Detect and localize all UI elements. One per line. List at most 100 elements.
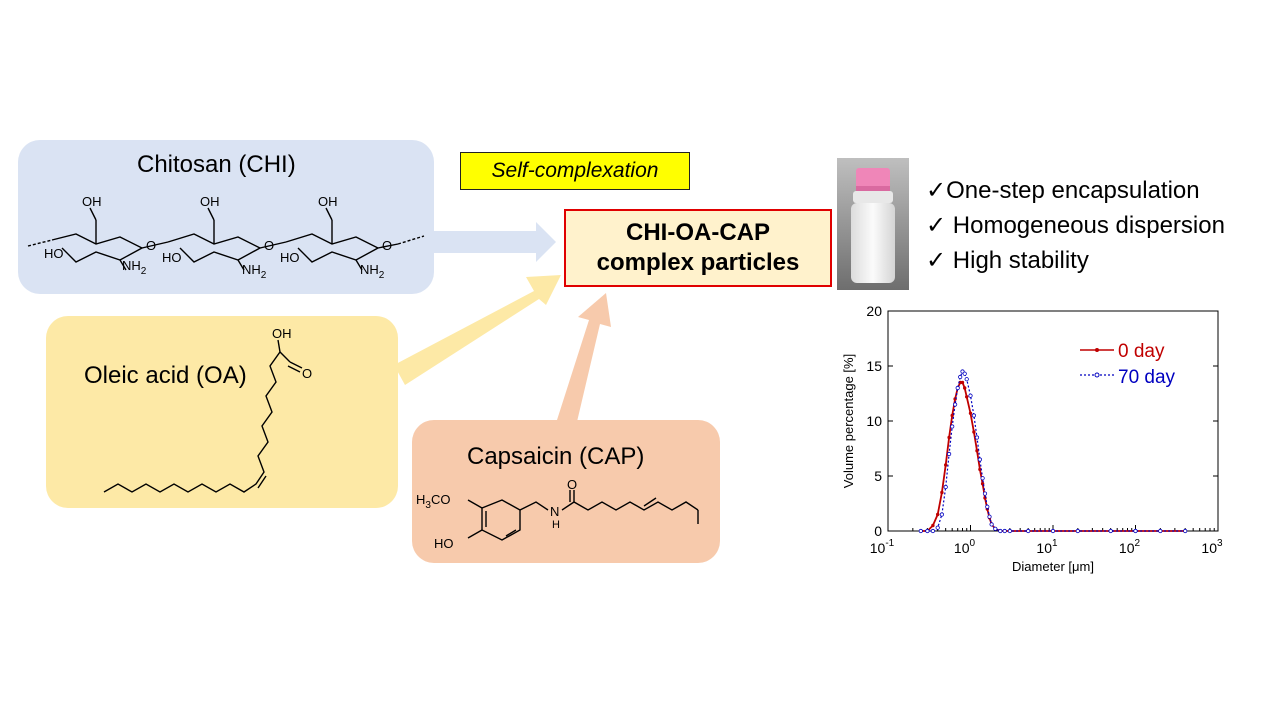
legend-0-day: 0 day [1118, 341, 1165, 362]
svg-text:OH: OH [200, 194, 220, 209]
y-tick-label: 20 [866, 303, 882, 319]
data-point [993, 526, 998, 531]
x-tick-label: 102 [1119, 538, 1141, 556]
data-point [950, 413, 954, 418]
feature-homogeneous: ✓ Homogeneous dispersion [926, 212, 1225, 239]
data-point [964, 377, 969, 382]
y-tick-label: 5 [874, 468, 882, 484]
vial-photo [837, 158, 909, 290]
data-point [971, 413, 976, 418]
svg-text:H: H [552, 519, 560, 531]
series-line-1 [920, 370, 1186, 532]
data-point [998, 528, 1003, 534]
x-axis-label: Diameter [μm] [1012, 559, 1094, 574]
y-axis-label: Volume percentage [%] [841, 354, 856, 488]
svg-text:O: O [146, 238, 156, 253]
capsaicin-structure: H3CO HO N H O [416, 478, 699, 551]
data-point [968, 393, 973, 398]
svg-text:HO: HO [44, 246, 64, 261]
x-tick-label: 10-1 [870, 538, 895, 556]
data-point [974, 435, 980, 440]
data-point [989, 522, 994, 527]
product-name-line1: CHI-OA-CAP [626, 219, 770, 246]
svg-text:H3CO: H3CO [416, 492, 450, 511]
oleic-acid-structure: OH O [103, 326, 312, 493]
data-point [1075, 528, 1080, 534]
chitosan-box [18, 140, 434, 294]
svg-text:OH: OH [272, 326, 292, 341]
data-point [943, 484, 948, 490]
svg-text:HO: HO [434, 536, 454, 551]
data-point [930, 528, 936, 534]
svg-text:HO: HO [162, 250, 182, 265]
capsaicin-box [412, 420, 720, 563]
data-point [950, 424, 955, 429]
oleic-acid-title: Oleic acid (OA) [84, 362, 247, 389]
y-tick-label: 10 [866, 413, 882, 429]
data-point [931, 523, 935, 528]
feature-stability: ✓ High stability [926, 247, 1089, 274]
particle-size-chart: 0 5 10 15 20 10-1 100 101 102 103 Volume percent… [841, 303, 1223, 574]
data-point [975, 449, 979, 453]
data-point [947, 435, 951, 440]
data-point [962, 371, 967, 376]
svg-text:NH2: NH2 [360, 262, 385, 281]
data-point [955, 385, 960, 391]
data-point [958, 374, 963, 380]
svg-text:NH2: NH2 [242, 262, 267, 281]
x-tick-label: 103 [1201, 538, 1223, 556]
legend-70-day: 70 day [1118, 367, 1176, 388]
svg-text:N: N [550, 504, 559, 519]
data-point [1002, 528, 1007, 534]
svg-text:O: O [567, 478, 577, 492]
chitosan-title: Chitosan (CHI) [137, 151, 296, 178]
y-tick-label: 15 [866, 358, 882, 374]
oleic-acid-box [46, 316, 398, 508]
svg-text:OH: OH [318, 194, 338, 209]
data-point [953, 402, 958, 407]
svg-text:O: O [264, 238, 274, 253]
feature-one-step: ✓One-step encapsulation [926, 177, 1200, 204]
plot-frame [887, 310, 1219, 532]
data-point [918, 528, 923, 534]
data-point [965, 395, 969, 399]
arrow-cap-to-product [557, 293, 611, 426]
svg-text:OH: OH [82, 194, 102, 209]
svg-text:HO: HO [280, 250, 300, 265]
data-point [1108, 528, 1113, 534]
data-point [1007, 528, 1012, 534]
product-box: CHI-OA-CAP complex particles [564, 209, 832, 287]
data-point [1133, 528, 1138, 534]
legend: 0 day 70 day [1080, 341, 1176, 388]
data-point [1158, 528, 1163, 534]
data-point [977, 457, 982, 462]
data-point [985, 504, 990, 509]
series-line-0 [920, 381, 1186, 532]
data-point [968, 411, 973, 415]
data-point [960, 380, 965, 385]
data-point [963, 386, 967, 390]
data-point [1050, 528, 1056, 534]
svg-text:NH2: NH2 [122, 258, 147, 277]
data-point [978, 467, 982, 472]
data-point [925, 528, 930, 534]
data-point [936, 512, 940, 517]
svg-text:O: O [382, 238, 392, 253]
x-tick-label: 100 [954, 538, 976, 556]
chitosan-structure: OH OH OH HO HO HO NH2 NH2 NH2 O O O [27, 194, 425, 281]
arrow-chi-to-product [434, 222, 556, 262]
y-tick-label: 0 [874, 523, 882, 539]
data-point [972, 430, 976, 434]
data-point [980, 476, 985, 481]
x-tick-label: 101 [1036, 538, 1058, 556]
data-point [982, 491, 988, 496]
data-point [1026, 528, 1031, 534]
self-complexation-label: Self-complexation [460, 152, 690, 190]
data-point [944, 463, 948, 467]
data-point [935, 525, 940, 530]
arrow-oa-to-product [394, 275, 561, 385]
data-point [1183, 528, 1188, 534]
data-point [947, 451, 952, 457]
data-point [940, 490, 944, 495]
